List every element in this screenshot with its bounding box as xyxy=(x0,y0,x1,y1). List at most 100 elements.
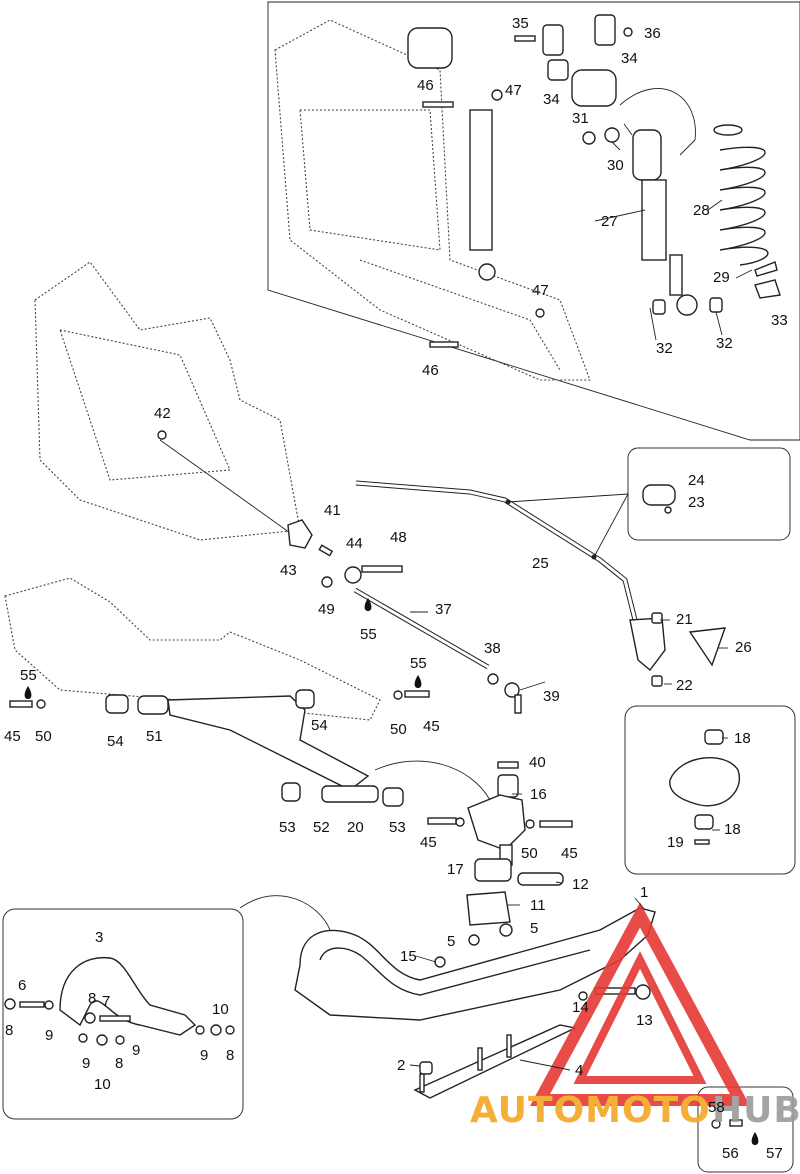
callout-15: 15 xyxy=(400,948,417,965)
callout-58: 58 xyxy=(708,1099,725,1116)
callout-22: 22 xyxy=(676,677,693,694)
steering-rod-37 xyxy=(353,587,522,714)
callout-leaders xyxy=(409,123,753,1071)
callout-9c: 9 xyxy=(132,1042,140,1059)
callout-8c: 8 xyxy=(115,1055,123,1072)
callout-51: 51 xyxy=(146,728,163,745)
callout-43: 43 xyxy=(280,562,297,579)
callout-14: 14 xyxy=(572,999,589,1016)
callout-10a: 10 xyxy=(94,1076,111,1093)
callout-48: 48 xyxy=(390,529,407,546)
callout-6: 6 xyxy=(18,977,26,994)
ski-hardware xyxy=(434,858,564,968)
bracket-43 xyxy=(287,519,334,588)
callout-52: 52 xyxy=(313,819,330,836)
callout-53b: 53 xyxy=(389,819,406,836)
callout-13: 13 xyxy=(636,1012,653,1029)
grease-drop-icons xyxy=(24,598,422,699)
callout-4: 4 xyxy=(575,1062,583,1079)
frame-main-sketch xyxy=(34,261,301,541)
callout-16: 16 xyxy=(530,786,547,803)
shock-mounted xyxy=(407,27,496,281)
callout-55b: 55 xyxy=(360,626,377,643)
callout-18b: 18 xyxy=(724,821,741,838)
callout-12: 12 xyxy=(572,876,589,893)
spring-28 xyxy=(713,124,769,266)
callout-2: 2 xyxy=(397,1057,405,1074)
callout-56: 56 xyxy=(722,1145,739,1162)
callout-31: 31 xyxy=(572,110,589,127)
callout-28: 28 xyxy=(693,202,710,219)
inset-56-57-58 xyxy=(697,1086,794,1173)
inset-handle-3 xyxy=(2,895,331,1120)
watermark-triangle-inner xyxy=(573,951,707,1084)
callout-40: 40 xyxy=(529,754,546,771)
callout-25: 25 xyxy=(532,555,549,572)
callout-45c: 45 xyxy=(420,834,437,851)
callout-38: 38 xyxy=(484,640,501,657)
callout-8d: 8 xyxy=(226,1047,234,1064)
callout-9d: 9 xyxy=(200,1047,208,1064)
callout-29: 29 xyxy=(713,269,730,286)
watermark-triangle xyxy=(529,902,751,1106)
callout-54a: 54 xyxy=(107,733,124,750)
frame-upper-sketch xyxy=(274,19,591,381)
inset-18-19 xyxy=(624,705,796,875)
callout-34a: 34 xyxy=(543,91,560,108)
callout-26: 26 xyxy=(735,639,752,656)
callout-57: 57 xyxy=(766,1145,783,1162)
callout-8b: 8 xyxy=(88,990,96,1007)
callout-8a: 8 xyxy=(5,1022,13,1039)
watermark-text-hub: HUB xyxy=(712,1090,800,1131)
callout-46b: 46 xyxy=(422,362,439,379)
shock-absorber-27 xyxy=(571,69,698,316)
spindle-16 xyxy=(374,760,526,866)
ski-1 xyxy=(294,907,656,1021)
callout-39: 39 xyxy=(543,688,560,705)
callout-18a: 18 xyxy=(734,730,751,747)
watermark-text-automoto: AUTOMOTO xyxy=(470,1090,711,1131)
callout-45d: 45 xyxy=(561,845,578,862)
callout-21: 21 xyxy=(676,611,693,628)
steering-column-25 xyxy=(355,480,727,687)
callout-27: 27 xyxy=(601,213,618,230)
callout-54b: 54 xyxy=(311,717,328,734)
callout-35: 35 xyxy=(512,15,529,32)
callout-7: 7 xyxy=(102,993,110,1010)
callout-32a: 32 xyxy=(656,340,673,357)
callout-24: 24 xyxy=(688,472,705,489)
callout-53a: 53 xyxy=(279,819,296,836)
callout-9a: 9 xyxy=(45,1027,53,1044)
callout-30: 30 xyxy=(607,157,624,174)
bolts-45 xyxy=(9,690,573,829)
inset-23-24 xyxy=(507,447,791,558)
callout-42: 42 xyxy=(154,405,171,422)
callout-5a: 5 xyxy=(447,933,455,950)
callout-34b: 34 xyxy=(621,50,638,67)
callout-55a: 55 xyxy=(20,667,37,684)
callout-50a: 50 xyxy=(35,728,52,745)
callout-labels: 1 2 3 4 5 5 6 7 8 8 8 8 9 9 9 9 10 10 11… xyxy=(4,15,788,1162)
callout-44: 44 xyxy=(346,535,363,552)
callout-47b: 47 xyxy=(532,282,549,299)
callout-9b: 9 xyxy=(82,1055,90,1072)
shock-panel xyxy=(267,1,800,441)
callout-33: 33 xyxy=(771,312,788,329)
callout-10b: 10 xyxy=(212,1001,229,1018)
callout-50b: 50 xyxy=(390,721,407,738)
callout-23: 23 xyxy=(688,494,705,511)
callout-5b: 5 xyxy=(530,920,538,937)
callout-19: 19 xyxy=(667,834,684,851)
callout-55c: 55 xyxy=(410,655,427,672)
callout-37: 37 xyxy=(435,601,452,618)
callout-46a: 46 xyxy=(417,77,434,94)
callout-20: 20 xyxy=(347,819,364,836)
callout-47a: 47 xyxy=(505,82,522,99)
callout-45b: 45 xyxy=(423,718,440,735)
callout-49: 49 xyxy=(318,601,335,618)
callout-50c: 50 xyxy=(521,845,538,862)
callout-32b: 32 xyxy=(716,335,733,352)
callout-45a: 45 xyxy=(4,728,21,745)
callout-1: 1 xyxy=(640,884,648,901)
